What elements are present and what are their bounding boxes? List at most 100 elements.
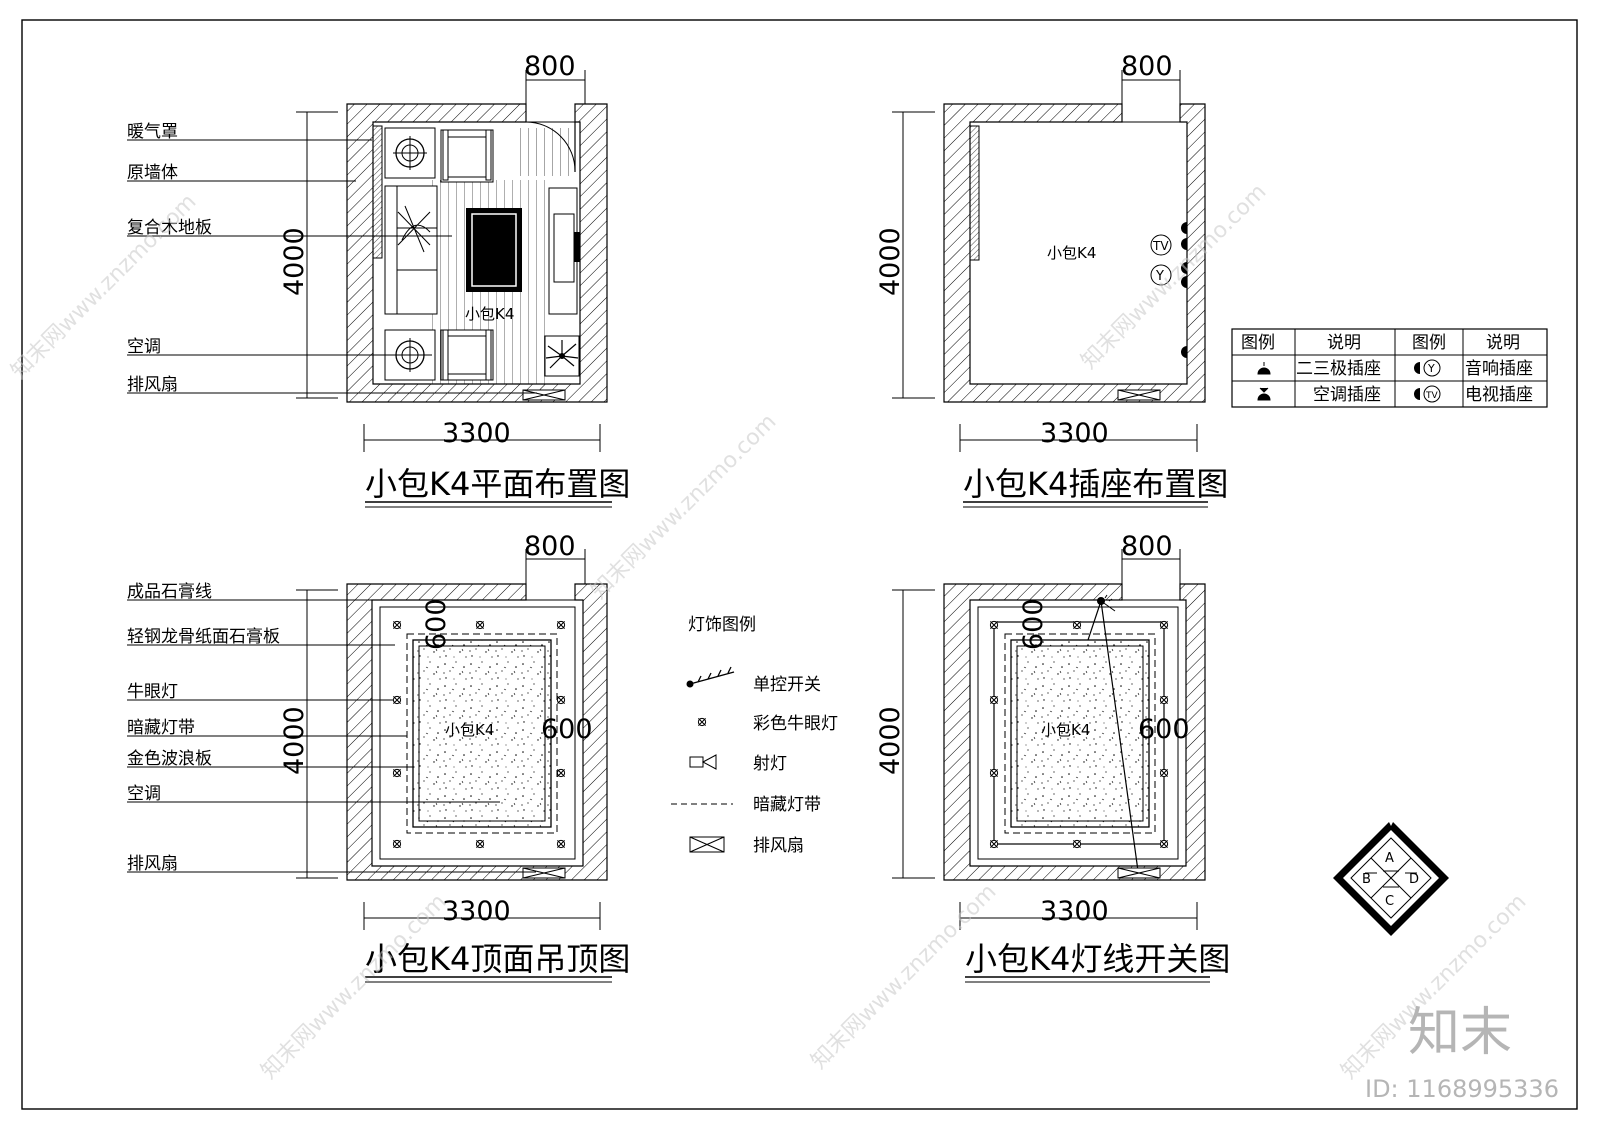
legend-single-switch: 单控开关 <box>753 675 821 695</box>
plant <box>544 335 580 377</box>
plan-lighting-switch: 小包K4 600 600 800 4000 3300 小包K4灯线开关图 <box>875 531 1230 983</box>
legend-color-downlight: 彩色牛眼灯 <box>753 714 838 734</box>
room-label: 小包K4 <box>1041 721 1090 739</box>
dim-600-horizontal: 600 <box>1138 714 1190 745</box>
exhaust-fan <box>522 867 566 879</box>
room-label: 小包K4 <box>445 721 494 739</box>
label-exhaust-fan: 排风扇 <box>127 854 178 874</box>
single-switch-icon <box>686 666 735 688</box>
coffee-table <box>466 208 522 292</box>
legend-light-strip: 暗藏灯带 <box>753 795 821 815</box>
plan-title: 小包K4顶面吊顶图 <box>365 940 630 978</box>
svg-text:Y: Y <box>1155 269 1164 284</box>
wave-panel-inner <box>1016 645 1144 822</box>
wood-floor-entry <box>520 128 575 176</box>
concealed-light-strip <box>406 633 558 834</box>
svg-text:Y: Y <box>1427 362 1435 375</box>
legend-spotlight: 射灯 <box>753 754 787 774</box>
dim-bottom: 3300 <box>442 418 511 449</box>
dim-top: 800 <box>524 531 576 562</box>
index-symbol: A B D C <box>1333 820 1449 936</box>
lighting-legend-title: 灯饰图例 <box>688 615 756 635</box>
dimensions: 800 4000 3300 <box>875 531 1198 930</box>
legend-header-desc: 说明 <box>1327 333 1361 353</box>
svg-text:知末网www.znzmo.com: 知末网www.znzmo.com <box>257 889 452 1084</box>
radiator-cover <box>969 125 980 261</box>
index-label-c: C <box>1385 894 1394 909</box>
watermark-id: ID: 1168995336 <box>1365 1075 1559 1103</box>
door-swing <box>525 121 576 172</box>
exhaust-fan <box>1117 389 1161 401</box>
label-air-conditioner: 空调 <box>127 337 161 357</box>
dim-bottom: 3300 <box>1040 896 1109 927</box>
label-wave-panel: 金色波浪板 <box>127 749 212 769</box>
index-label-a: A <box>1385 851 1394 866</box>
spotlight-icon <box>689 754 717 770</box>
label-wood-floor: 复合木地板 <box>127 218 212 238</box>
legend-desc-audio: 音响插座 <box>1465 359 1533 379</box>
plan-floor-layout: 小包K4 800 4000 3300 暖气罩 原墙体 复合木地板 空调 排风扇 … <box>127 51 630 508</box>
legend-exhaust-fan: 排风扇 <box>753 836 804 856</box>
plan-title: 小包K4插座布置图 <box>963 465 1228 503</box>
ac-socket-icon <box>1257 387 1271 401</box>
wiring-to-fan <box>1100 600 1139 872</box>
wave-panel <box>412 639 552 828</box>
wall-switch <box>1097 594 1116 612</box>
dim-600-vertical: 600 <box>421 598 452 650</box>
side-table-top <box>384 127 436 179</box>
label-light-strip: 暗藏灯带 <box>127 718 195 738</box>
label-gypsum-board: 轻钢龙骨纸面石膏板 <box>127 626 280 647</box>
ac-socket <box>1181 346 1187 358</box>
label-gypsum-line: 成品石膏线 <box>127 581 212 602</box>
lighting-legend: 灯饰图例 单控开关 彩色牛眼灯 射灯 暗藏灯带 排风扇 <box>671 615 838 856</box>
svg-text:知末网www.znzmo.com: 知末网www.znzmo.com <box>587 409 782 604</box>
audio-socket <box>1150 264 1172 286</box>
three-pin-socket-icon <box>1257 362 1271 375</box>
plan-ceiling: 小包K4 600 600 800 4000 3300 成品石膏线 轻钢龙骨纸面石… <box>127 531 630 983</box>
label-original-wall: 原墙体 <box>127 163 178 183</box>
dim-bottom: 3300 <box>1040 418 1109 449</box>
armchair-bottom <box>440 329 494 381</box>
tv-cabinet <box>548 187 580 315</box>
dim-bottom: 3300 <box>442 896 511 927</box>
color-downlight-icon <box>697 717 707 727</box>
audio-socket-icon: Y <box>1414 359 1441 377</box>
dimensions: 800 4000 3300 <box>279 531 601 930</box>
dim-600-vertical: 600 <box>1018 598 1049 650</box>
concealed-light-strip <box>1004 633 1156 834</box>
armchair-top <box>440 129 494 183</box>
tv-socket-icon: TV <box>1414 385 1441 403</box>
sheet-border <box>21 19 1578 1110</box>
tv-socket <box>1150 234 1172 256</box>
dimensions: 800 4000 3300 <box>279 51 601 452</box>
wave-panel-inner <box>418 645 546 822</box>
exhaust-fan-icon <box>689 836 725 853</box>
dim-top: 800 <box>1121 51 1173 82</box>
room-label: 小包K4 <box>1047 244 1096 262</box>
plan-title: 小包K4平面布置图 <box>365 465 630 503</box>
dim-600-horizontal: 600 <box>541 714 593 745</box>
legend-header-symbol: 图例 <box>1241 333 1275 353</box>
gypsum-cornice <box>977 606 1179 860</box>
dim-side: 4000 <box>279 706 310 775</box>
legend-header-symbol-2: 图例 <box>1412 333 1446 353</box>
cushion <box>397 205 431 253</box>
dimensions: 800 4000 3300 <box>875 51 1198 452</box>
dim-side: 4000 <box>875 706 906 775</box>
index-label-b: B <box>1362 872 1371 887</box>
svg-text:TV: TV <box>1152 239 1169 253</box>
gypsum-cornice <box>379 606 576 860</box>
label-radiator-cover: 暖气罩 <box>127 122 178 142</box>
index-label-d: D <box>1409 872 1419 887</box>
room-label: 小包K4 <box>465 305 514 323</box>
socket-markers: TV Y <box>1150 222 1187 358</box>
svg-text:TV: TV <box>1425 391 1438 401</box>
exhaust-fan <box>522 389 566 401</box>
exhaust-fan <box>1117 867 1161 879</box>
radiator-cover <box>372 125 383 259</box>
legend-desc-three-pin: 二三极插座 <box>1296 359 1381 379</box>
dim-side: 4000 <box>279 227 310 296</box>
label-exhaust-fan: 排风扇 <box>127 375 178 395</box>
socket-legend-table: 图例 说明 图例 说明 二三极插座 空调插座 Y TV 音响插座 电视插座 <box>1231 328 1548 408</box>
